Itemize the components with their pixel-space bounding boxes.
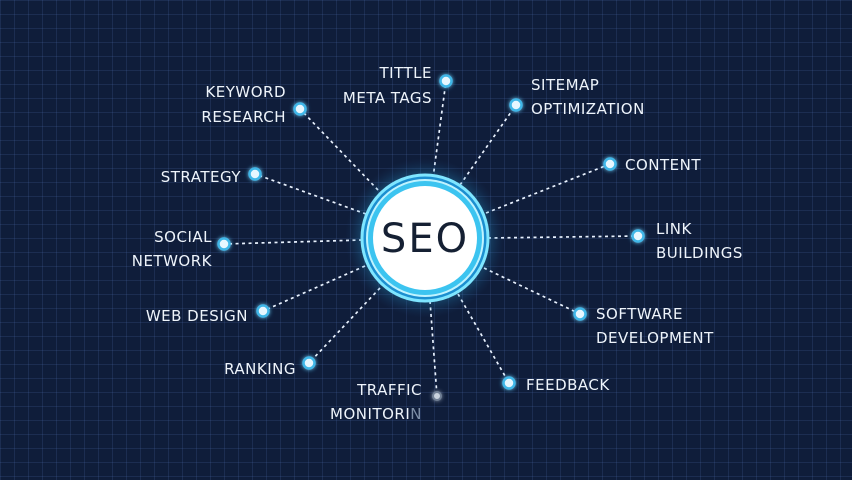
node-label-line: STRATEGY	[161, 168, 242, 186]
node-label-line: KEYWORD	[205, 83, 286, 101]
seo-hub: SEO	[345, 158, 505, 318]
node-label-tittle-meta-tags: TITTLE META TAGS	[343, 64, 432, 107]
node-label-line: OPTIMIZATION	[531, 100, 645, 118]
node-label-traffic-monitoring: TRAFFIC MONITORIN	[330, 381, 422, 423]
node-label-web-design: WEB DESIGN	[146, 307, 248, 325]
connector-software-development	[483, 267, 581, 315]
connector-web-design	[262, 265, 366, 312]
hub-label: SEO	[381, 216, 469, 262]
connector-feedback	[457, 293, 510, 384]
node-dot-link-buildings	[631, 229, 645, 243]
node-dot-keyword-research	[293, 102, 307, 116]
node-label-line: NETWORK	[132, 252, 213, 270]
node-label-software-development: SOFTWARE DEVELOPMENT	[596, 305, 714, 347]
node-label-line: LINK	[656, 220, 693, 238]
connector-social-network	[223, 239, 363, 245]
node-dot-strategy	[248, 167, 262, 181]
node-dot-traffic-monitoring	[432, 391, 442, 401]
node-label-link-buildings: LINK BUILDINGS	[656, 220, 743, 262]
node-label-content: CONTENT	[625, 156, 701, 174]
node-dot-ranking	[302, 356, 316, 370]
node-dot-sitemap-optimization	[509, 98, 523, 112]
node-label-fade-suffix: N	[410, 405, 422, 423]
connector-strategy	[254, 173, 367, 215]
node-label-strategy: STRATEGY	[161, 168, 242, 186]
node-label-ranking: RANKING	[224, 360, 296, 378]
node-dot-software-development	[573, 307, 587, 321]
node-label-social-network: SOCIAL NETWORK	[132, 228, 213, 270]
node-dot-social-network	[217, 237, 231, 251]
connector-ranking	[308, 287, 381, 364]
node-label-line: SITEMAP	[531, 76, 599, 94]
node-label-line: RESEARCH	[201, 108, 286, 126]
node-label-line: SOFTWARE	[596, 305, 683, 323]
node-dots	[217, 74, 645, 401]
connector-keyword-research	[299, 108, 379, 191]
node-labels: TITTLE META TAGS SITEMAP OPTIMIZATION CONTEN…	[132, 64, 743, 423]
node-label-line: SOCIAL	[154, 228, 212, 246]
node-label-line: DEVELOPMENT	[596, 329, 714, 347]
node-dot-tittle-meta-tags	[439, 74, 453, 88]
node-label-line: MONITORIN	[330, 405, 422, 423]
node-label-feedback: FEEDBACK	[526, 376, 610, 394]
node-label-keyword-research: KEYWORD RESEARCH	[201, 83, 286, 126]
node-label-line: TRAFFIC	[356, 381, 422, 399]
node-dot-feedback	[502, 376, 516, 390]
node-label-line: CONTENT	[625, 156, 701, 174]
node-label-sitemap-optimization: SITEMAP OPTIMIZATION	[531, 76, 645, 118]
node-label-line: FEEDBACK	[526, 376, 610, 394]
node-label-line: TITTLE	[379, 64, 432, 82]
hub-circle	[373, 186, 477, 290]
node-label-line: META TAGS	[343, 89, 432, 107]
connector-content	[485, 163, 611, 214]
node-label-line: BUILDINGS	[656, 244, 743, 262]
node-dot-web-design	[256, 304, 270, 318]
node-label-line: RANKING	[224, 360, 296, 378]
node-dot-content	[603, 157, 617, 171]
connector-link-buildings	[487, 235, 639, 239]
node-label-line: WEB DESIGN	[146, 307, 248, 325]
